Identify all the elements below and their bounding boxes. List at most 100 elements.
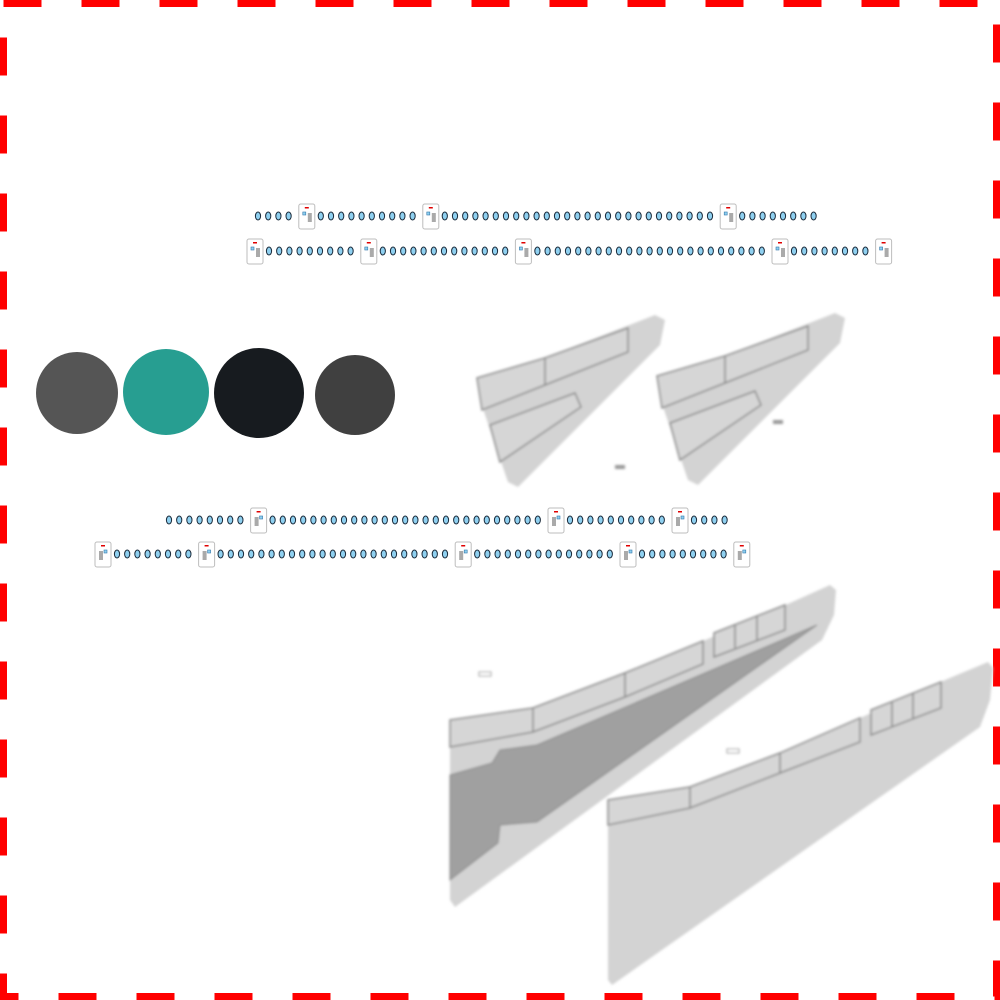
window	[310, 515, 317, 525]
window	[227, 549, 234, 559]
window	[700, 549, 707, 559]
window	[472, 211, 479, 221]
window	[638, 515, 645, 525]
marker	[773, 420, 783, 424]
window	[696, 211, 703, 221]
window	[286, 246, 293, 256]
window	[134, 549, 141, 559]
window	[400, 246, 407, 256]
window	[379, 246, 386, 256]
window	[554, 246, 561, 256]
window	[265, 211, 272, 221]
window	[206, 515, 213, 525]
window	[492, 211, 499, 221]
window	[299, 549, 306, 559]
window	[481, 246, 488, 256]
window	[320, 515, 327, 525]
window	[852, 246, 859, 256]
wing-bottom-left	[449, 585, 836, 907]
window	[728, 246, 735, 256]
window	[309, 549, 316, 559]
window	[604, 211, 612, 221]
window	[534, 246, 541, 256]
window	[185, 549, 192, 559]
window	[790, 246, 798, 256]
window	[483, 515, 490, 525]
window	[677, 246, 684, 256]
window	[351, 515, 358, 525]
window	[358, 211, 365, 221]
window	[701, 515, 708, 525]
window	[564, 211, 571, 221]
window	[484, 549, 491, 559]
window	[810, 211, 817, 221]
window	[626, 246, 633, 256]
window	[493, 515, 501, 525]
window	[410, 246, 417, 256]
window	[628, 515, 635, 525]
slat-panel	[669, 390, 762, 462]
door	[547, 507, 565, 534]
door	[619, 541, 637, 568]
window	[269, 515, 276, 525]
door	[875, 238, 893, 265]
window	[279, 515, 286, 525]
window	[494, 549, 501, 559]
window	[748, 246, 755, 256]
window	[565, 549, 573, 559]
window	[482, 211, 489, 221]
window	[390, 549, 398, 559]
window	[502, 211, 510, 221]
door	[246, 238, 264, 265]
window	[196, 515, 203, 525]
window	[606, 549, 613, 559]
door	[514, 238, 532, 265]
wing-top-left	[476, 315, 665, 487]
color-swatch-near-black	[214, 348, 304, 438]
window-row	[165, 507, 728, 534]
window	[553, 211, 561, 221]
window	[585, 246, 592, 256]
window	[451, 246, 458, 256]
slat-panel	[489, 392, 582, 464]
window	[689, 549, 697, 559]
window	[441, 549, 449, 559]
window	[687, 246, 694, 256]
window	[615, 246, 623, 256]
window	[524, 515, 531, 525]
outboard-panels	[713, 603, 786, 659]
window	[800, 211, 807, 221]
window	[380, 549, 387, 559]
window	[645, 211, 652, 221]
window	[430, 246, 437, 256]
window	[370, 549, 377, 559]
window	[711, 515, 718, 525]
window	[350, 549, 357, 559]
color-swatch-teal	[123, 349, 209, 435]
window	[831, 246, 838, 256]
door	[422, 203, 440, 230]
window	[669, 549, 676, 559]
window	[862, 246, 869, 256]
door	[198, 541, 216, 568]
window-row	[246, 238, 893, 265]
window	[412, 515, 419, 525]
window	[513, 211, 520, 221]
window	[378, 211, 386, 221]
window	[717, 246, 725, 256]
window	[544, 246, 551, 256]
window	[575, 246, 582, 256]
window	[710, 549, 717, 559]
window	[329, 549, 336, 559]
window	[300, 515, 307, 525]
window	[422, 515, 429, 525]
outboard-panels	[870, 680, 942, 737]
window	[655, 211, 663, 221]
window-row	[254, 203, 817, 230]
window	[625, 211, 632, 221]
window	[790, 211, 797, 221]
window	[347, 246, 354, 256]
door	[360, 238, 378, 265]
window	[566, 515, 574, 525]
